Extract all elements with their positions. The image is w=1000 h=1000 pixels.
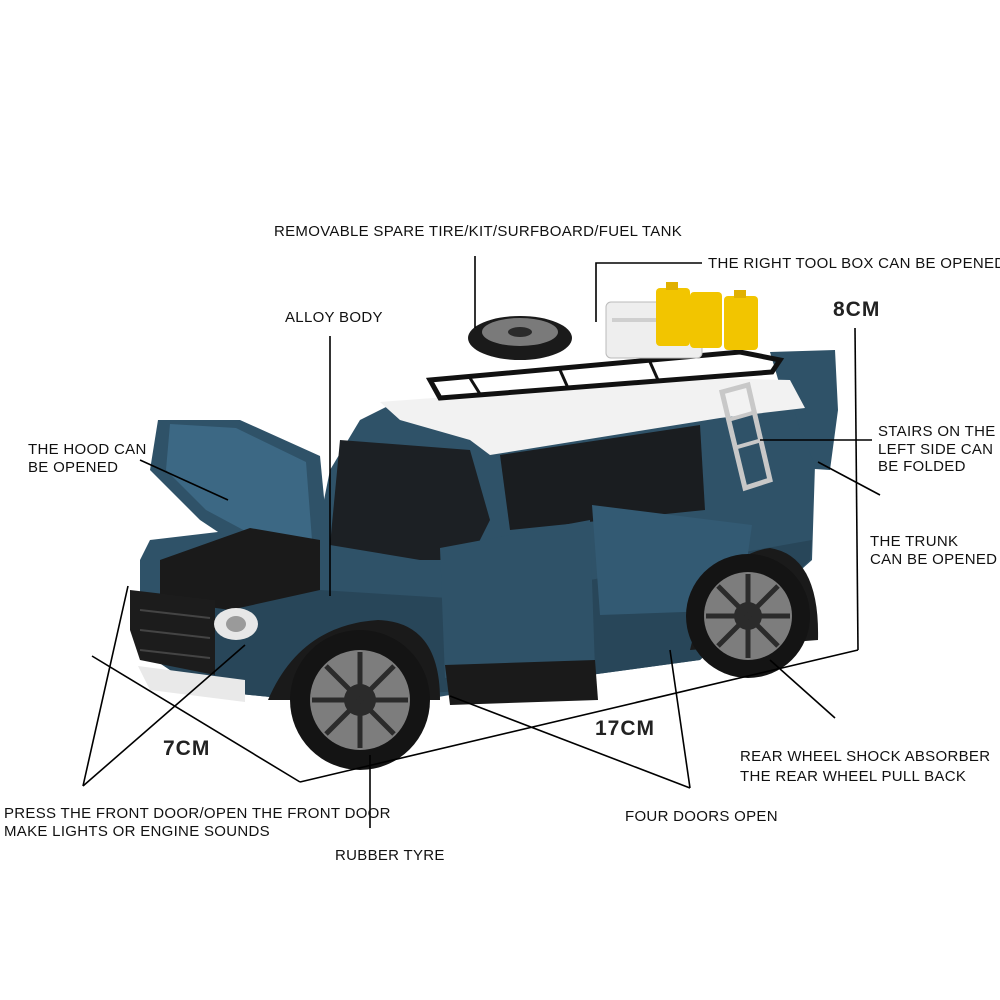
stairs-label-line2: LEFT SIDE CAN [878,441,994,458]
trunk-label-line2: CAN BE OPENED [870,551,998,568]
hood-label-line2: BE OPENED [28,459,119,476]
four-doors-label: FOUR DOORS OPEN [625,808,778,825]
rear-wheel-label-line1: REAR WHEEL SHOCK ABSORBER [740,748,991,765]
press-door-label-line1: PRESS THE FRONT DOOR/OPEN THE FRONT DOOR [4,805,391,822]
length-dimension: 17CM [595,717,656,740]
height-dimension: 8CM [833,298,881,321]
alloy-body-label: ALLOY BODY [285,309,383,326]
width-dimension: 7CM [163,737,211,760]
rear-wheel-label-line2: THE REAR WHEEL PULL BACK [740,768,967,785]
hood-label-line1: THE HOOD CAN [28,441,147,458]
callout-lines [82,256,881,828]
stairs-label-line3: BE FOLDED [878,458,966,475]
trunk-label-line1: THE TRUNK [870,533,959,550]
stairs-label-line1: STAIRS ON THE [878,423,996,440]
toy-car-image [130,282,838,770]
tool-box-label: THE RIGHT TOOL BOX CAN BE OPENED [708,255,1000,272]
dimension-lines [91,327,859,783]
spare-tire-label: REMOVABLE SPARE TIRE/KIT/SURFBOARD/FUEL … [274,223,683,240]
rubber-tyre-label: RUBBER TYRE [335,847,445,864]
press-door-label-line2: MAKE LIGHTS OR ENGINE SOUNDS [4,823,270,840]
